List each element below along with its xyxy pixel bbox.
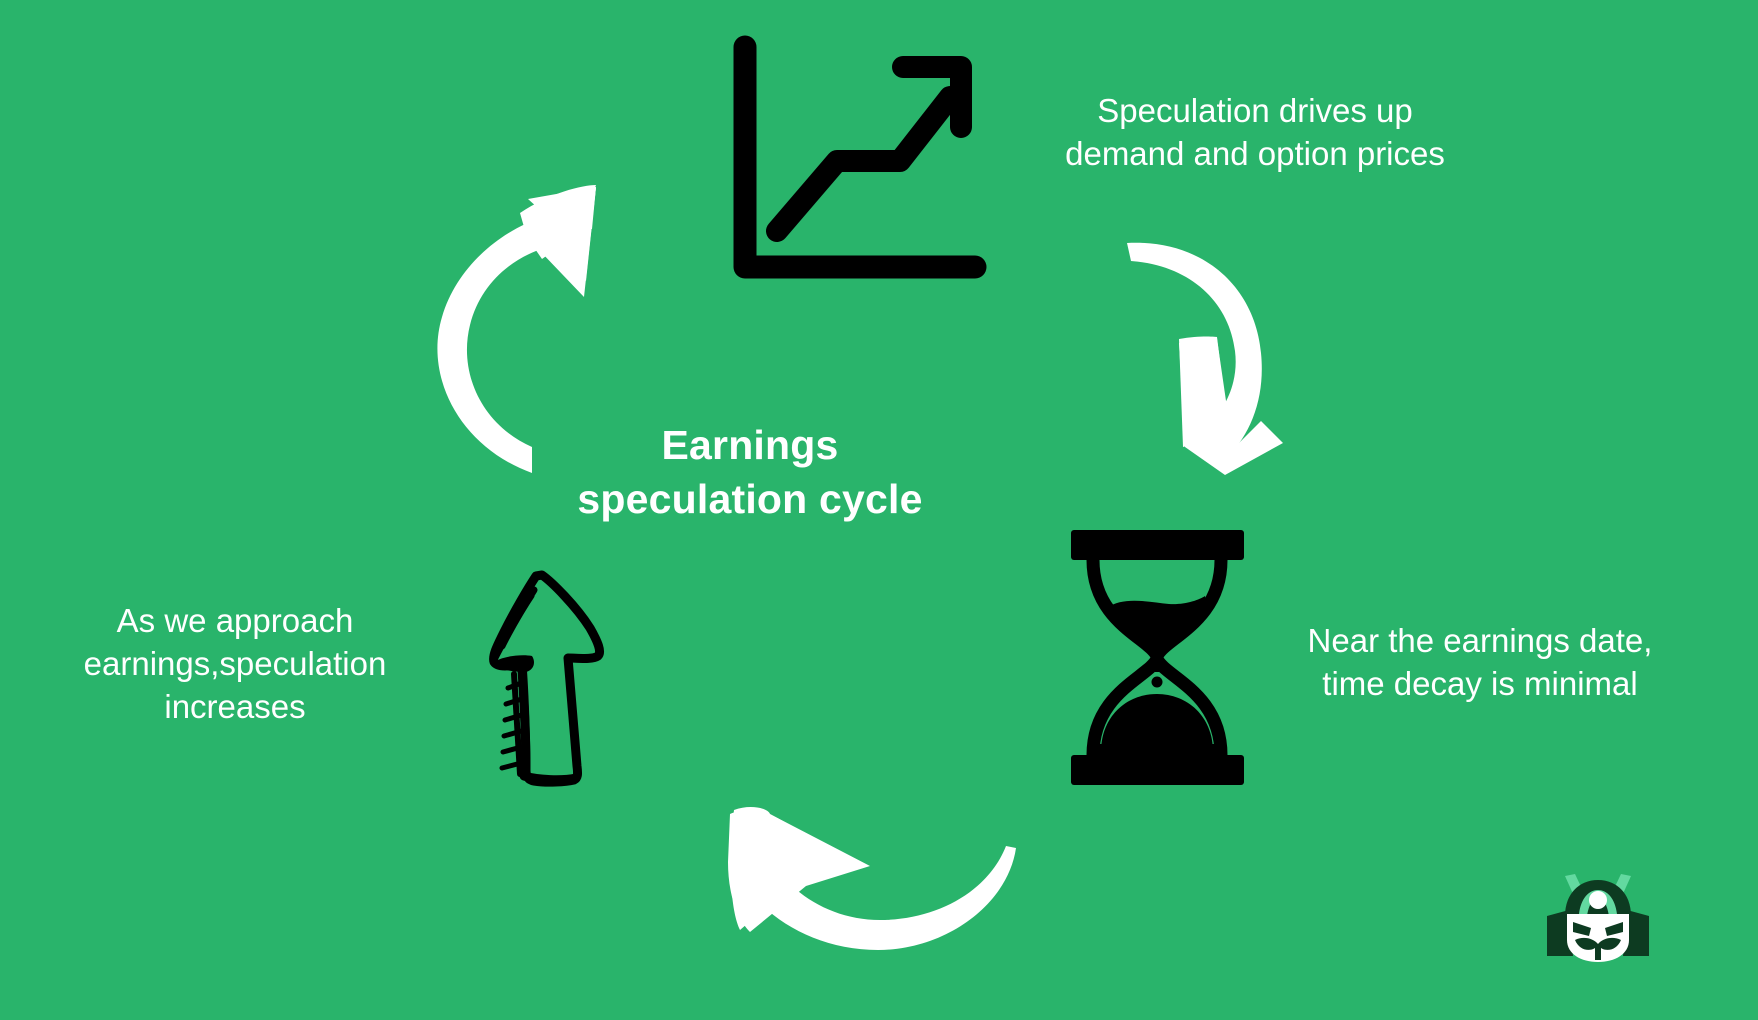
samurai-mascot-logo — [1543, 868, 1653, 968]
title-line-2: speculation cycle — [577, 476, 923, 523]
curved-arrow-down-icon — [1125, 235, 1290, 475]
caption-approach-earnings: As we approach earnings,speculation incr… — [83, 602, 387, 725]
title-line-1: Earnings — [661, 422, 839, 468]
sketch-up-arrow-icon — [480, 570, 615, 790]
curved-arrow-left-icon — [710, 800, 1020, 950]
curved-arrow-up-right-icon — [420, 185, 655, 475]
page-title: Earnings speculation cycle — [540, 418, 960, 526]
caption-speculation-drives-demand: Speculation drives up demand and option … — [1065, 92, 1445, 172]
growth-chart-icon — [725, 35, 990, 295]
hourglass-icon — [1065, 530, 1250, 785]
caption-time-decay-minimal: Near the earnings date, time decay is mi… — [1307, 622, 1653, 702]
